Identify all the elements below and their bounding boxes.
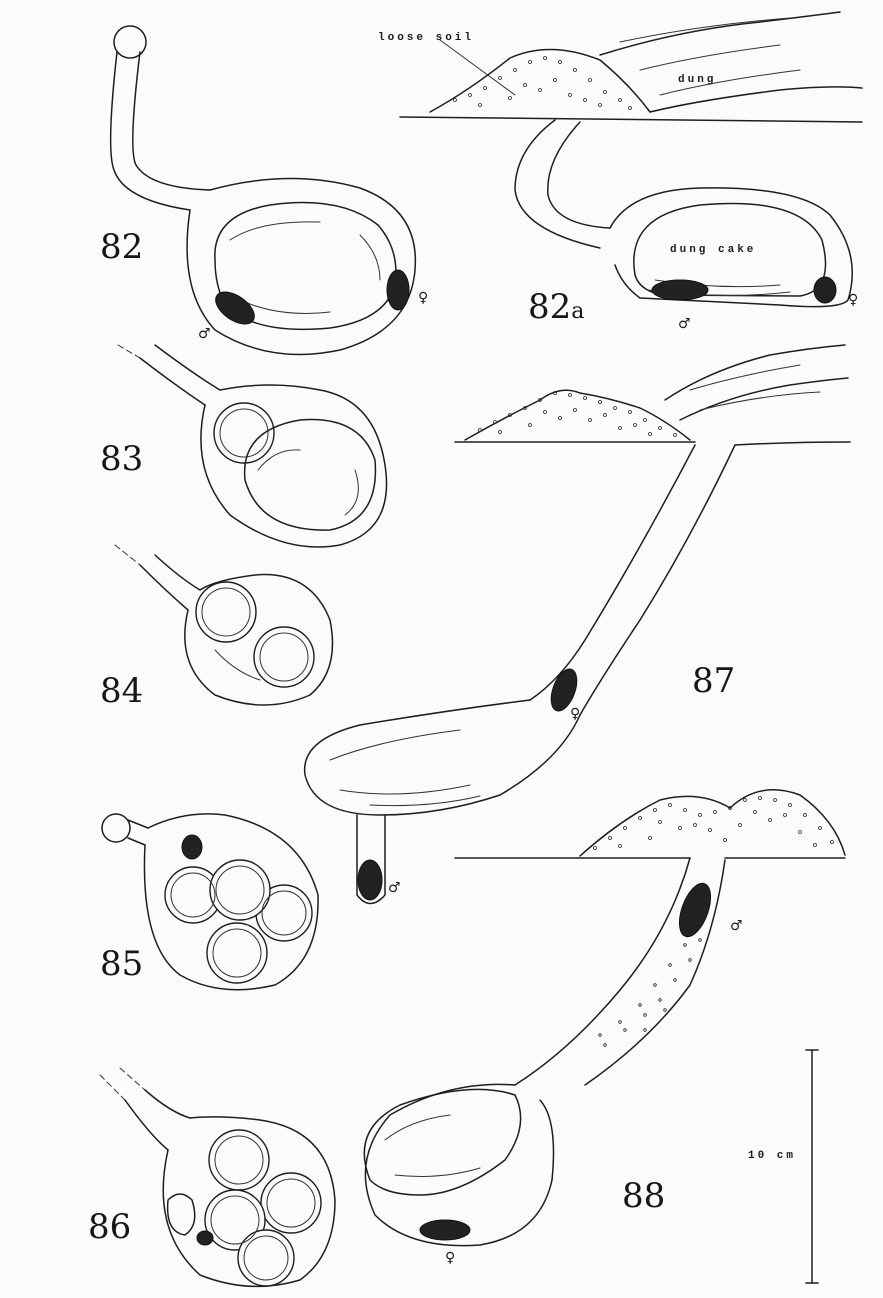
- female-symbol: ♀: [570, 706, 580, 722]
- figure-88-burrow: [364, 790, 845, 1246]
- beetle-icon: [197, 1231, 213, 1245]
- figure-82-label: 82: [100, 227, 143, 267]
- figure-83-label: 83: [100, 439, 143, 479]
- female-symbol: ♀: [445, 1250, 455, 1266]
- male-symbol: ♂: [198, 326, 211, 342]
- dung-cake-label: dung cake: [670, 244, 756, 256]
- figure-82a-burrow: [400, 12, 862, 307]
- figure-84-burrow: [115, 545, 333, 705]
- figure-84-label: 84: [100, 671, 143, 711]
- figure-87-label: 87: [692, 661, 735, 701]
- female-beetle-icon: [387, 270, 409, 310]
- figure-85-label: 85: [100, 944, 143, 984]
- male-symbol: ♂: [730, 918, 743, 934]
- figure-88-label: 88: [622, 1176, 665, 1216]
- figure-86-label: 86: [88, 1207, 131, 1247]
- scale-label: 10 cm: [748, 1150, 796, 1162]
- male-beetle-icon: [652, 280, 708, 300]
- figure-82a-suffix: a: [571, 299, 584, 324]
- female-beetle-icon: [814, 277, 836, 303]
- figure-82a-label: 82a: [528, 287, 584, 327]
- figure-83-burrow: [118, 345, 387, 547]
- dung-label: dung: [678, 74, 716, 86]
- female-symbol: ♀: [418, 290, 428, 306]
- female-beetle-icon: [420, 1220, 470, 1240]
- loose-soil-label: loose soil: [378, 32, 474, 44]
- male-symbol: ♂: [678, 316, 691, 332]
- female-symbol: ♀: [848, 292, 858, 308]
- scale-bar: [806, 1050, 818, 1283]
- figure-82a-number: 82: [528, 287, 571, 327]
- beetle-icon: [182, 835, 202, 859]
- figure-82-burrow: [111, 26, 416, 355]
- figure-86-burrow: [100, 1068, 335, 1286]
- male-symbol: ♂: [388, 880, 401, 896]
- male-beetle-icon: [210, 286, 260, 331]
- male-beetle-icon: [358, 860, 382, 900]
